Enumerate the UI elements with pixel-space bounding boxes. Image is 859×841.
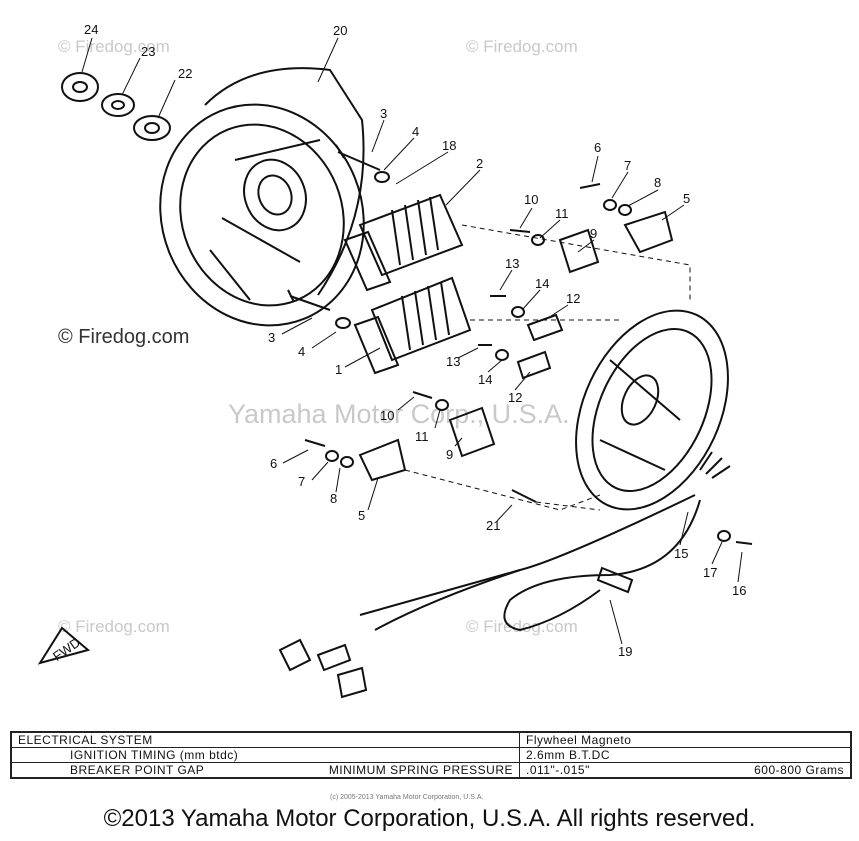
callout-labels: 24 23 22 20 3 4 18 2 6 7 8 5 10 11 9 13 … <box>84 22 746 659</box>
cam <box>516 313 564 380</box>
watermark-firedog: © Firedog.com <box>58 617 170 636</box>
callout-screw: 6 <box>594 140 601 155</box>
callout-ignition-coil: 1 <box>335 362 342 377</box>
callout-condenser: 9 <box>590 226 597 241</box>
callout-screw: 10 <box>380 408 394 423</box>
callout-screw: 13 <box>446 354 460 369</box>
callout-washer: 8 <box>654 175 661 190</box>
stator-plate <box>575 309 729 511</box>
assembly-lines <box>404 224 691 511</box>
condenser <box>448 228 600 458</box>
spec-ignition-timing-label: IGNITION TIMING (mm btdc) <box>10 747 520 763</box>
callout-leaders <box>81 37 743 645</box>
flywheel-rotor <box>159 67 365 327</box>
callout-washer: 4 <box>298 344 305 359</box>
screws <box>287 144 753 545</box>
callout-washer: 4 <box>412 124 419 139</box>
watermark-yamaha: Yamaha Motor Corp., U.S.A. <box>228 399 570 429</box>
callout-washer: 7 <box>624 158 631 173</box>
callout-screw: 16 <box>732 583 746 598</box>
spec-breaker-gap-value: .011"-.015" <box>526 763 590 777</box>
callout-clamp: 18 <box>442 138 456 153</box>
callout-washer: 14 <box>478 372 492 387</box>
spec-spring-pressure-label: MINIMUM SPRING PRESSURE <box>328 763 513 777</box>
callout-contact-breaker: 5 <box>358 508 365 523</box>
watermark-firedog: © Firedog.com <box>58 326 189 348</box>
callout-contact-breaker: 5 <box>683 191 690 206</box>
callout-screw: 21 <box>486 518 500 533</box>
callout-grommet: 15 <box>674 546 688 561</box>
callout-washer: 17 <box>703 565 717 580</box>
spec-ignition-type: Flywheel Magneto <box>519 731 852 748</box>
ignition-coil <box>353 276 472 375</box>
spec-breaker-gap-label: BREAKER POINT GAP <box>70 763 205 777</box>
callout-flywheel: 20 <box>333 23 347 38</box>
callout-screw: 10 <box>524 192 538 207</box>
callout-washer: 22 <box>178 66 192 81</box>
spec-ignition-timing-value: 2.6mm B.T.DC <box>519 747 852 763</box>
contact-breaker <box>358 210 674 482</box>
small-print: (c) 2005-2013 Yamaha Motor Corporation, … <box>330 794 484 801</box>
callout-screw: 3 <box>268 330 275 345</box>
washer <box>133 115 171 141</box>
callout-screw: 13 <box>505 256 519 271</box>
callout-screw: 6 <box>270 456 277 471</box>
spec-header-row: ELECTRICAL SYSTEM Flywheel Magneto <box>10 731 852 748</box>
callout-source-coil: 2 <box>476 156 483 171</box>
callout-lock-washer: 23 <box>141 44 155 59</box>
callout-washer: 14 <box>535 276 549 291</box>
callout-washer: 11 <box>415 429 429 444</box>
callout-nut: 24 <box>84 22 98 37</box>
callout-washer: 7 <box>298 474 305 489</box>
lock-washer <box>101 93 135 117</box>
callout-condenser: 9 <box>446 447 453 462</box>
watermark-firedog: © Firedog.com <box>466 37 578 56</box>
callout-wire-harness: 19 <box>618 644 632 659</box>
spec-breaker-gap-cell: BREAKER POINT GAP MINIMUM SPRING PRESSUR… <box>10 762 520 779</box>
callout-cam: 12 <box>566 291 580 306</box>
nut <box>61 72 99 102</box>
callout-washer: 11 <box>555 206 569 221</box>
spec-breaker-values-cell: .011"-.015" 600-800 Grams <box>519 762 852 779</box>
spec-row: IGNITION TIMING (mm btdc) 2.6mm B.T.DC <box>10 747 852 763</box>
watermark-firedog: © Firedog.com <box>466 617 578 636</box>
wire-harness <box>278 451 731 699</box>
spec-row: BREAKER POINT GAP MINIMUM SPRING PRESSUR… <box>10 762 852 779</box>
electrical-spec-table: ELECTRICAL SYSTEM Flywheel Magneto IGNIT… <box>10 731 852 779</box>
spec-spring-pressure-value: 600-800 Grams <box>754 763 844 777</box>
copyright-notice: ©2013 Yamaha Motor Corporation, U.S.A. A… <box>103 805 756 832</box>
source-coil <box>343 193 464 292</box>
callout-washer: 8 <box>330 491 337 506</box>
watermark-firedog: © Firedog.com <box>58 37 170 56</box>
spec-section-title: ELECTRICAL SYSTEM <box>10 731 520 748</box>
callout-screw: 3 <box>380 106 387 121</box>
callout-cam: 12 <box>508 390 522 405</box>
